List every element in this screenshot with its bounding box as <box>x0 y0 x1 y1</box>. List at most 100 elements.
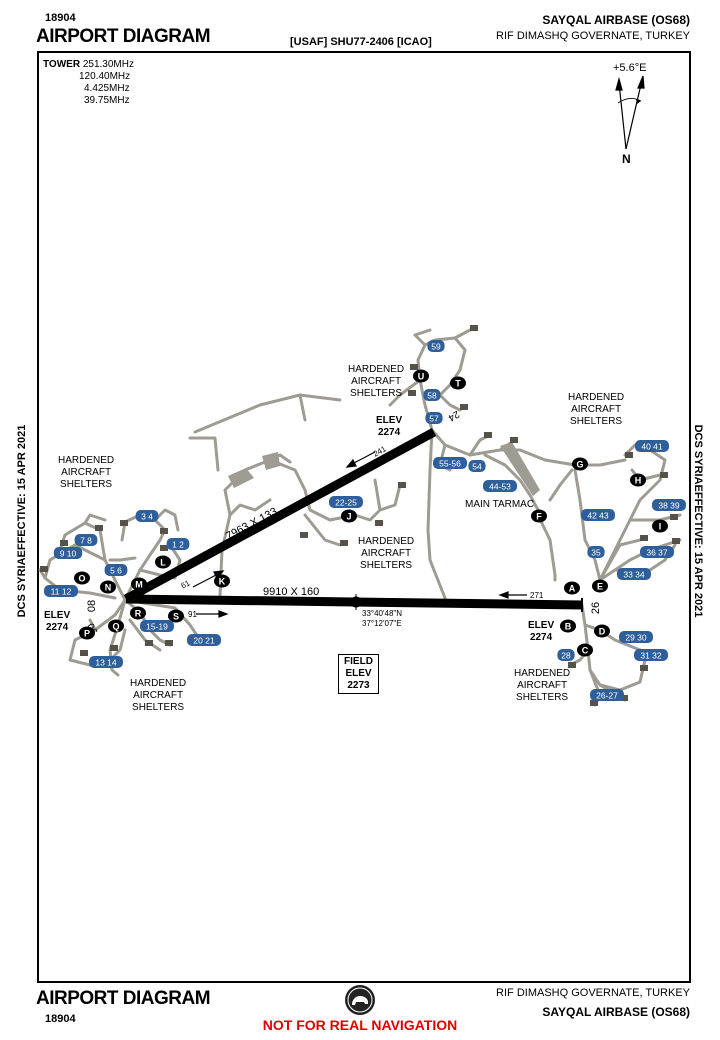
taxiway-q: Q <box>108 619 124 633</box>
main-tarmac-label: MAIN TARMAC <box>465 499 535 510</box>
svg-text:1 2: 1 2 <box>172 540 184 550</box>
runway-arrows <box>192 451 527 618</box>
svg-text:57: 57 <box>429 414 439 424</box>
reference-point-icon <box>348 594 364 610</box>
taxiway-b: B <box>560 619 576 633</box>
taxiway-a: A <box>564 581 580 595</box>
airport-name-top: SAYQAL AIRBASE (OS68) <box>542 13 690 27</box>
main-tarmac-area <box>228 442 540 496</box>
coordinates: 33°40'48"N 37°12'07"E <box>362 609 402 629</box>
svg-text:I: I <box>659 522 662 532</box>
parking-spot-42-43: 42 43 <box>581 509 615 521</box>
parking-spot-1-2: 1 2 <box>166 538 190 550</box>
svg-text:58: 58 <box>427 391 437 401</box>
svg-text:B: B <box>565 622 572 632</box>
freq-4: 39.75MHz <box>84 95 130 106</box>
parking-spot-54: 54 <box>468 460 486 472</box>
svg-text:J: J <box>346 512 351 522</box>
freq-2: 120.40MHz <box>79 71 131 82</box>
taxiway-m: M <box>131 577 147 591</box>
svg-text:13 14: 13 14 <box>95 658 117 668</box>
freq-1: 251.30MHz <box>82 59 134 70</box>
svg-text:T: T <box>455 379 461 389</box>
shelter-markers <box>40 325 680 706</box>
north-letter: N <box>622 152 631 166</box>
airport-location-bottom: RIF DIMASHQ GOVERNATE, TURKEY <box>496 987 690 999</box>
taxiway-n: N <box>100 580 116 594</box>
svg-text:H: H <box>635 476 642 486</box>
svg-text:P: P <box>84 629 90 639</box>
taxiway-network <box>38 328 682 707</box>
parking-spot-13-14: 13 14 <box>89 656 123 668</box>
runway-08-label: 08 <box>86 599 99 613</box>
field-elev-label2: ELEV <box>345 668 372 679</box>
svg-text:36 37: 36 37 <box>646 548 668 558</box>
svg-text:R: R <box>135 609 142 619</box>
svg-text:F: F <box>536 512 542 522</box>
svg-text:D: D <box>599 627 606 637</box>
parking-spot-28: 28 <box>557 649 575 661</box>
svg-text:A: A <box>569 584 576 594</box>
taxiway-u: U <box>413 369 429 383</box>
seal-logo-icon <box>345 985 375 1015</box>
parking-spot-29-30: 29 30 <box>619 631 653 643</box>
svg-text:N: N <box>105 583 112 593</box>
taxiway-h: H <box>630 473 646 487</box>
parking-spot-26-27: 26-27 <box>590 689 624 701</box>
tower-label: TOWER <box>43 59 81 70</box>
taxiway-r: R <box>130 606 146 620</box>
parking-spot-3-4: 3 4 <box>135 510 159 522</box>
svg-text:42 43: 42 43 <box>587 511 609 521</box>
svg-text:5 6: 5 6 <box>110 566 122 576</box>
chart-title-bottom: AIRPORT DIAGRAM <box>36 988 211 1009</box>
svg-text:33 34: 33 34 <box>623 570 645 580</box>
taxiway-l: L <box>155 555 171 569</box>
field-elevation-box: FIELD ELEV 2273 <box>338 654 379 694</box>
parking-spot-38-39: 38 39 <box>652 499 686 511</box>
chart-ident: [USAF] SHU77-2406 [ICAO] <box>290 36 432 48</box>
parking-spot-58: 58 <box>423 389 441 401</box>
svg-text:3 4: 3 4 <box>141 512 153 522</box>
taxiway-o: O <box>74 571 90 585</box>
svg-text:G: G <box>576 460 583 470</box>
svg-text:M: M <box>135 580 143 590</box>
svg-text:L: L <box>160 558 166 568</box>
svg-text:22-25: 22-25 <box>335 498 357 508</box>
taxiway-g: G <box>572 457 588 471</box>
taxiway-s: S <box>168 609 184 623</box>
svg-text:Q: Q <box>112 622 119 632</box>
freq-3: 4.425MHz <box>84 83 130 94</box>
svg-text:7 8: 7 8 <box>80 536 92 546</box>
runway-main-dims: 9910 X 160 <box>263 586 320 598</box>
parking-spot-35: 35 <box>587 546 605 558</box>
svg-text:29 30: 29 30 <box>625 633 647 643</box>
taxiway-d: D <box>594 624 610 638</box>
svg-text:26-27: 26-27 <box>596 691 618 701</box>
svg-text:U: U <box>418 372 425 382</box>
svg-text:15-19: 15-19 <box>146 622 168 632</box>
svg-text:11 12: 11 12 <box>51 587 72 597</box>
parking-spot-9-10: 9 10 <box>53 547 83 559</box>
svg-text:9 10: 9 10 <box>60 549 77 559</box>
svg-text:S: S <box>173 612 179 622</box>
svg-text:E: E <box>597 582 603 592</box>
diagram-frame <box>37 51 691 983</box>
chart-title-top: AIRPORT DIAGRAM <box>36 26 211 47</box>
airport-name-bottom: SAYQAL AIRBASE (OS68) <box>542 1005 690 1019</box>
parking-spot-11-12: 11 12 <box>44 585 78 597</box>
taxiway-f: F <box>531 509 547 523</box>
parking-spot-59: 59 <box>427 340 445 352</box>
parking-spot-20-21: 20 21 <box>187 634 221 646</box>
parking-spot-36-37: 36 37 <box>640 546 674 558</box>
svg-text:K: K <box>219 577 226 587</box>
